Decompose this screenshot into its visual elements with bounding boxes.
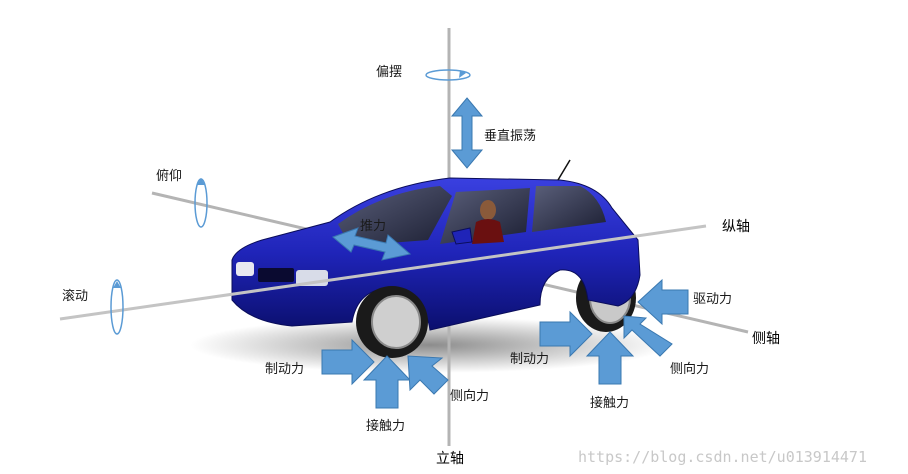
rear-contact-arrow-icon (585, 331, 635, 385)
headlight (236, 262, 254, 276)
watermark: https://blog.csdn.net/u013914471 (578, 448, 867, 466)
front-brake-arrow-icon (321, 338, 375, 386)
rear-lateral-label: 侧向力 (670, 361, 709, 377)
front-brake-label: 制动力 (265, 362, 304, 377)
longitudinal-axis-label: 纵轴 (722, 219, 750, 235)
car (231, 159, 641, 358)
front-lateral-label: 侧向力 (450, 388, 489, 404)
driver-head (480, 200, 496, 220)
pitch-rotation-icon (194, 178, 208, 228)
antenna (557, 159, 571, 181)
roll-rotation-icon (110, 279, 124, 335)
drive-arrow-icon (637, 278, 689, 326)
rear-brake-label: 制动力 (510, 352, 549, 367)
front-lateral-arrow-icon (407, 355, 449, 395)
rear-lateral-arrow-icon (623, 315, 673, 357)
side-mirror (451, 227, 473, 245)
roll-label: 滚动 (62, 288, 88, 304)
heave-double-arrow-icon (450, 97, 484, 169)
yaw-rotation-icon (425, 69, 471, 81)
heave-label: 垂直振荡 (484, 129, 536, 144)
drive-label: 驱动力 (693, 292, 732, 307)
vertical-axis-label: 立轴 (436, 451, 464, 467)
windshield (338, 186, 452, 246)
thrust-label: 推力 (360, 219, 386, 234)
rear-contact-label: 接触力 (590, 395, 629, 411)
longitudinal-axis-line (59, 224, 707, 321)
lateral-axis-label: 侧轴 (752, 331, 780, 347)
front-wheel-rim (371, 295, 421, 349)
front-contact-label: 接触力 (366, 418, 405, 434)
thrust-double-arrow-icon (332, 227, 412, 261)
rear-brake-arrow-icon (539, 310, 593, 358)
yaw-label: 偏摆 (376, 65, 402, 80)
front-contact-arrow-icon (362, 355, 412, 409)
side-window-rear (532, 186, 606, 232)
driver-body (472, 219, 504, 244)
grille (258, 268, 294, 282)
pitch-label: 俯仰 (156, 168, 182, 184)
